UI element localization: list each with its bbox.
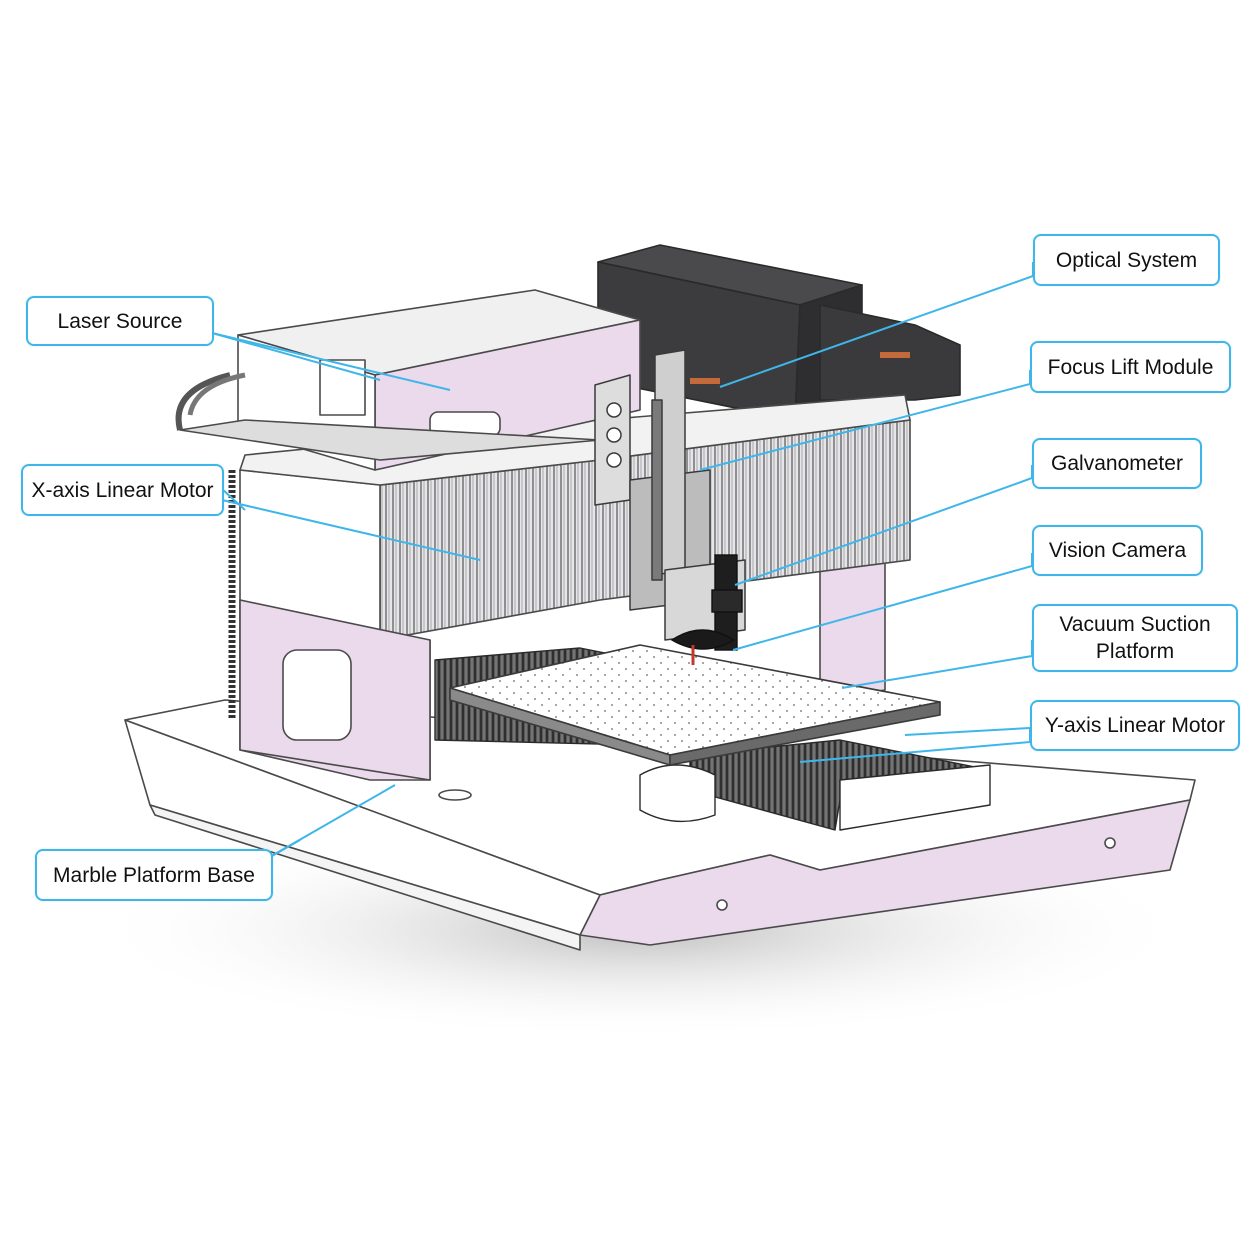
callout-vacuum-suction-platform: Vacuum Suction Platform (1032, 604, 1238, 672)
galvo-camera-shape (670, 554, 743, 665)
leader-x-axis (221, 499, 481, 561)
label-x-axis-linear-motor: X-axis Linear Motor (31, 478, 214, 502)
right-gantry-leg (819, 554, 886, 701)
callout-vision-camera: Vision Camera (1032, 525, 1203, 576)
callout-marble-platform-base: Marble Platform Base (35, 849, 273, 901)
left-gantry-column (228, 470, 431, 781)
leader-laser-source (211, 332, 451, 391)
callout-galvanometer: Galvanometer (1032, 438, 1202, 489)
callout-y-axis-linear-motor: Y-axis Linear Motor (1030, 700, 1240, 751)
leader-laser-source-2 (211, 332, 381, 381)
label-vision-camera: Vision Camera (1048, 539, 1187, 562)
optical-system-shape (597, 244, 961, 421)
label-vacuum-suction-platform: Vacuum Suction Platform (1059, 613, 1211, 663)
label-focus-lift-module: Focus Lift Module (1047, 355, 1214, 379)
callout-laser-source: Laser Source (26, 296, 214, 346)
label-laser-source: Laser Source (57, 309, 183, 333)
leader-y-axis-2 (904, 727, 1031, 736)
label-marble-platform-base: Marble Platform Base (53, 863, 255, 887)
callout-optical-system: Optical System (1033, 234, 1220, 286)
callout-x-axis-linear-motor: X-axis Linear Motor (21, 464, 224, 516)
label-y-axis-linear-motor: Y-axis Linear Motor (1044, 714, 1226, 737)
vacuum-platform-shape (449, 644, 941, 766)
callout-focus-lift-module: Focus Lift Module (1030, 341, 1231, 393)
label-optical-system: Optical System (1055, 248, 1198, 272)
label-galvanometer: Galvanometer (1051, 452, 1183, 475)
